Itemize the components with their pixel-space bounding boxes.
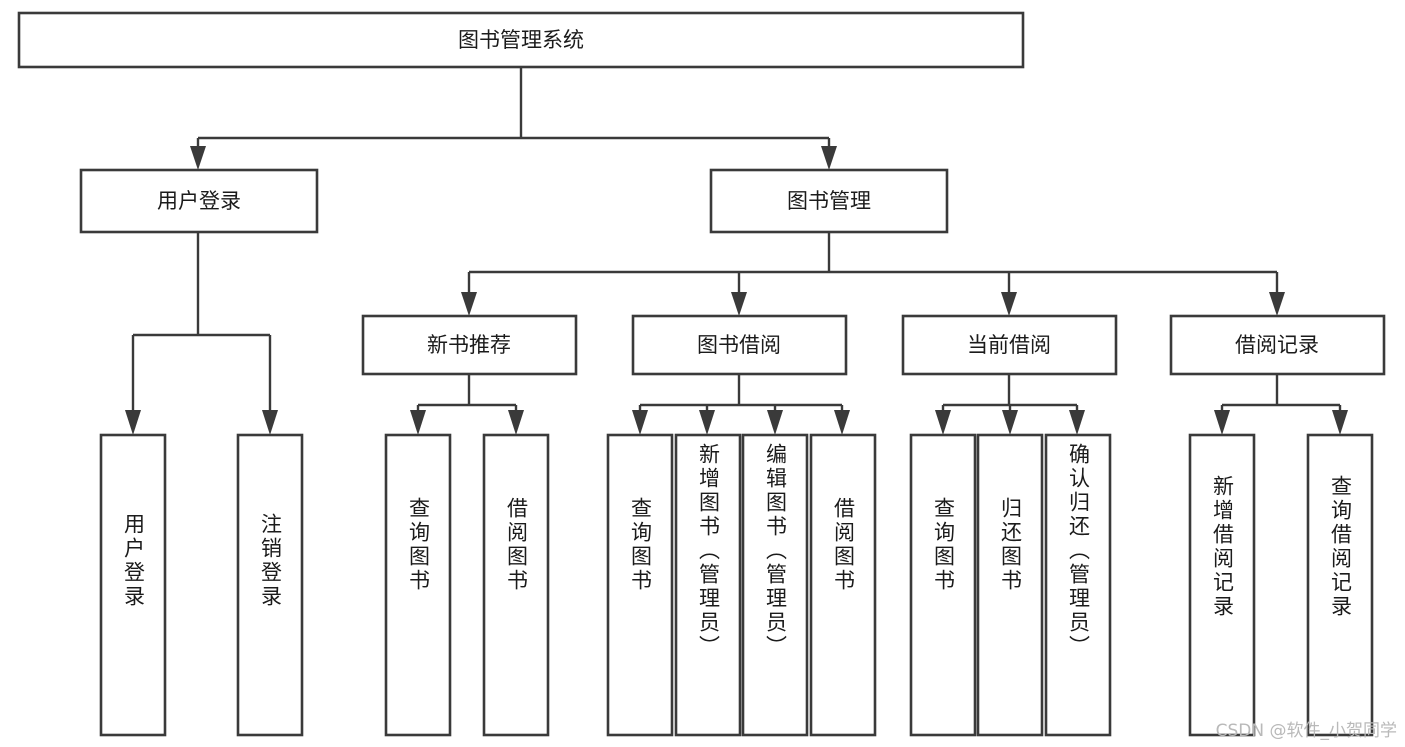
leaf-box-current-borrow-2[interactable] xyxy=(976,433,1044,737)
arrow-head-leaf-new-book-1 xyxy=(410,410,426,435)
arrow-head-book-mgmt xyxy=(821,146,837,170)
node-user-login-label: 用户登录 xyxy=(157,189,241,213)
node-user-login[interactable]: 用户登录 xyxy=(79,168,319,234)
leaf-box-borrow-record-2[interactable] xyxy=(1306,433,1374,737)
arrow-head-leaf-user-login-2 xyxy=(262,410,278,435)
node-user-login-box[interactable] xyxy=(79,168,319,234)
leaf-box-book-borrow-4[interactable] xyxy=(809,433,877,737)
node-book-borrow-box[interactable] xyxy=(631,314,848,376)
node-root-box[interactable] xyxy=(17,11,1025,69)
leaf-box-current-borrow-1[interactable] xyxy=(909,433,977,737)
node-borrow-record-label: 借阅记录 xyxy=(1235,333,1319,357)
leaf-box-new-book-1[interactable] xyxy=(384,433,452,737)
node-layer: 图书管理系统 用户登录 图书管理 新书推荐 图书借阅 当前 xyxy=(17,11,1386,737)
node-current-borrow[interactable]: 当前借阅 xyxy=(901,314,1118,376)
leaf-box-book-borrow-1[interactable] xyxy=(606,433,674,737)
leaf-box-book-borrow-3[interactable] xyxy=(741,433,809,737)
node-new-book-recommend[interactable]: 新书推荐 xyxy=(361,314,578,376)
leaf-box-current-borrow-3[interactable] xyxy=(1044,433,1112,737)
arrow-head-book-borrow xyxy=(731,292,747,316)
node-root[interactable]: 图书管理系统 xyxy=(17,11,1025,69)
node-new-book-recommend-label: 新书推荐 xyxy=(427,333,511,357)
leaf-box-book-borrow-2[interactable] xyxy=(674,433,742,737)
leaf-box-user-login-1[interactable] xyxy=(99,433,167,737)
arrow-head-leaf-book-borrow-3 xyxy=(767,410,783,435)
node-current-borrow-label: 当前借阅 xyxy=(967,333,1051,357)
node-borrow-record-box[interactable] xyxy=(1169,314,1386,376)
arrow-head-leaf-new-book-2 xyxy=(508,410,524,435)
node-book-borrow[interactable]: 图书借阅 xyxy=(631,314,848,376)
arrow-head-leaf-borrow-record-1 xyxy=(1214,410,1230,435)
arrow-head-leaf-current-borrow-3 xyxy=(1069,410,1085,435)
arrow-head-leaf-current-borrow-1 xyxy=(935,410,951,435)
node-borrow-record[interactable]: 借阅记录 xyxy=(1169,314,1386,376)
node-book-management-label: 图书管理 xyxy=(787,189,871,213)
arrow-head-leaf-current-borrow-2 xyxy=(1002,410,1018,435)
node-new-book-recommend-box[interactable] xyxy=(361,314,578,376)
node-book-management[interactable]: 图书管理 xyxy=(709,168,949,234)
leaf-box-borrow-record-1[interactable] xyxy=(1188,433,1256,737)
node-current-borrow-box[interactable] xyxy=(901,314,1118,376)
arrow-head-leaf-book-borrow-2 xyxy=(699,410,715,435)
node-book-management-box[interactable] xyxy=(709,168,949,234)
node-book-borrow-label: 图书借阅 xyxy=(697,333,781,357)
arrow-head-current-borrow xyxy=(1001,292,1017,316)
arrow-head-leaf-user-login-1 xyxy=(125,410,141,435)
leaf-box-user-login-2[interactable] xyxy=(236,433,304,737)
arrow-head-leaf-book-borrow-4 xyxy=(834,410,850,435)
connector-layer xyxy=(125,67,1348,435)
arrow-head-leaf-borrow-record-2 xyxy=(1332,410,1348,435)
arrow-head-leaf-book-borrow-1 xyxy=(632,410,648,435)
arrow-head-user-login xyxy=(190,146,206,170)
node-root-label: 图书管理系统 xyxy=(458,28,584,52)
leaf-box-new-book-2[interactable] xyxy=(482,433,550,737)
arrow-head-borrow-record xyxy=(1269,292,1285,316)
arrow-head-new-book xyxy=(461,292,477,316)
